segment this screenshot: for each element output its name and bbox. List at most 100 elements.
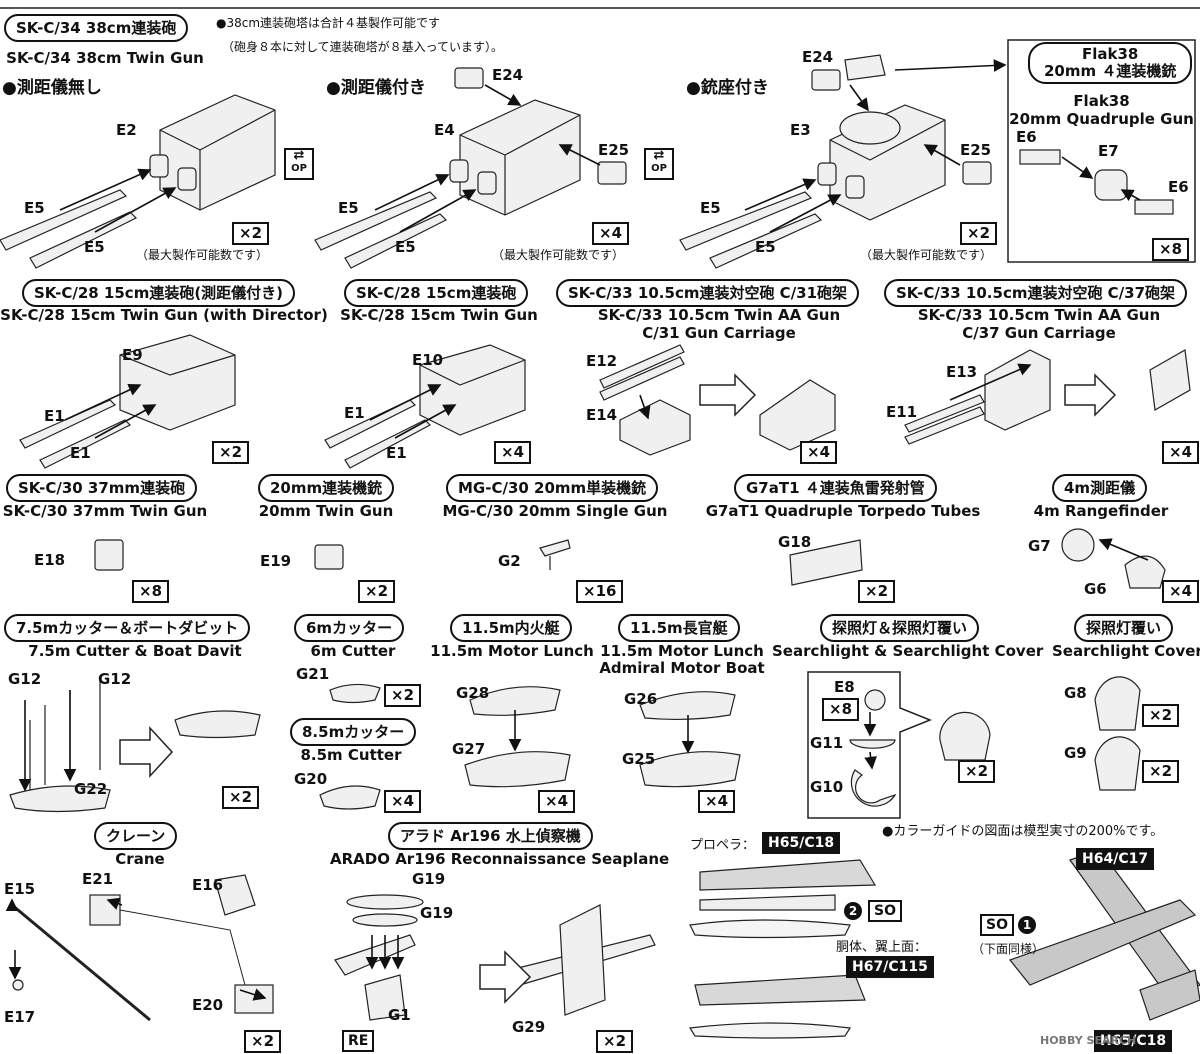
cutter75-drawing bbox=[9, 680, 261, 813]
twin20-quantity: ×2 bbox=[358, 580, 396, 603]
so-label-2: SO bbox=[868, 900, 902, 922]
mg30-title-pill: MG-C/30 20mm単装機銃 bbox=[446, 474, 659, 502]
g7-title-pill: G7aT1 ４連装魚雷発射管 bbox=[734, 474, 937, 502]
part-g21: G21 bbox=[296, 665, 330, 683]
g7-english-title: G7aT1 Quadruple Torpedo Tubes bbox=[705, 502, 981, 520]
part-e14: E14 bbox=[586, 406, 618, 424]
sk28b-quantity: ×4 bbox=[494, 441, 532, 464]
flak38-quantity: ×8 bbox=[1152, 238, 1190, 261]
flak38-english-line2: 20mm Quadruple Gun bbox=[1009, 110, 1194, 128]
sk34-english-title: SK-C/34 38cm Twin Gun bbox=[6, 49, 204, 67]
part-e5-e: E5 bbox=[700, 199, 721, 217]
cover-title-pill: 探照灯覆い bbox=[1074, 614, 1174, 642]
part-e5-b: E5 bbox=[84, 238, 105, 256]
part-e25-b: E25 bbox=[960, 141, 992, 159]
crane-quantity: ×2 bbox=[244, 1030, 282, 1053]
part-g22: G22 bbox=[74, 780, 108, 798]
sk33a-english-line1: SK-C/33 10.5cm Twin AA Gun bbox=[597, 306, 841, 324]
part-g11: G11 bbox=[810, 734, 844, 752]
sk34-note-line1: ●38cm連装砲塔は合計４基製作可能です bbox=[216, 16, 441, 30]
sk28b-english-title: SK-C/28 15cm Twin Gun bbox=[340, 306, 538, 324]
g7-quantity: ×2 bbox=[858, 580, 896, 603]
flak38-frame bbox=[1007, 39, 1196, 263]
part-e6-a: E6 bbox=[1016, 128, 1037, 146]
max-note-3: （最大製作可能数です） bbox=[860, 248, 993, 262]
e19-drawing bbox=[314, 544, 344, 570]
sk34-note-line2: （砲身８本に対して連装砲塔が８基入っています）。 bbox=[222, 40, 504, 54]
g20-drawing bbox=[319, 785, 381, 810]
admiral-quantity: ×4 bbox=[698, 790, 736, 813]
sk33b-english-line2: C/37 Gun Carriage bbox=[962, 324, 1116, 342]
propeller-label: プロペラ： bbox=[690, 838, 756, 853]
twin20-english-title: 20mm Twin Gun bbox=[258, 502, 394, 520]
sk34-v1-quantity: ×2 bbox=[232, 222, 270, 245]
max-note-2: （最大製作可能数です） bbox=[492, 248, 625, 262]
mg30-english-title: MG-C/30 20mm Single Gun bbox=[442, 502, 668, 520]
variant-1-heading: ●測距儀無し bbox=[2, 78, 102, 98]
part-e1-b: E1 bbox=[70, 444, 91, 462]
cutter6-english-title: 6m Cutter bbox=[310, 642, 396, 660]
part-e19: E19 bbox=[260, 552, 292, 570]
cover-quantity-2: ×2 bbox=[1142, 760, 1180, 783]
arado-drawing bbox=[334, 894, 656, 1021]
lunch-drawing bbox=[464, 686, 571, 788]
turret-1-drawing bbox=[0, 94, 276, 269]
cutter6-title-pill: 6mカッター bbox=[294, 614, 405, 642]
g2-drawing bbox=[539, 539, 571, 570]
sk28a-quantity: ×2 bbox=[212, 441, 250, 464]
part-e1-d: E1 bbox=[386, 444, 407, 462]
fuselage-color-code: H67/C115 bbox=[846, 956, 934, 978]
bottom-same-label: （下面同様） bbox=[972, 942, 1045, 956]
sk30-quantity: ×8 bbox=[132, 580, 170, 603]
rangefinder-drawing bbox=[1061, 528, 1166, 589]
part-e18: E18 bbox=[34, 551, 66, 569]
color-guide-plane-side bbox=[688, 859, 877, 1039]
sk30-english-title: SK-C/30 37mm Twin Gun bbox=[2, 502, 208, 520]
cover-drawing bbox=[1094, 676, 1141, 791]
part-e21: E21 bbox=[82, 870, 114, 888]
part-e15: E15 bbox=[4, 880, 36, 898]
sk33a-quantity: ×4 bbox=[800, 441, 838, 464]
crane-drawing bbox=[11, 874, 274, 1022]
part-g26: G26 bbox=[624, 690, 658, 708]
admiral-title-pill: 11.5m長官艇 bbox=[618, 614, 740, 642]
searchlight-frame bbox=[807, 671, 933, 819]
top-color-code: H64/C17 bbox=[1076, 848, 1155, 870]
part-e24-b: E24 bbox=[802, 48, 834, 66]
sk33a-english-line2: C/31 Gun Carriage bbox=[642, 324, 796, 342]
part-e8: E8 bbox=[834, 678, 855, 696]
marker-1: 1 bbox=[1018, 916, 1036, 934]
color-guide-plane-top bbox=[1009, 849, 1200, 1021]
flak38-title-line1: Flak38 bbox=[1081, 45, 1139, 63]
lunch-english-title: 11.5m Motor Lunch bbox=[430, 642, 594, 660]
part-e20: E20 bbox=[192, 996, 224, 1014]
sk34-title-pill: SK-C/34 38cm連装砲 bbox=[4, 14, 189, 42]
part-g2: G2 bbox=[498, 552, 521, 570]
optional-part-icon-2: ⇄OP bbox=[644, 148, 674, 180]
watermark: HOBBY SEARCH bbox=[1040, 1034, 1137, 1047]
part-g25: G25 bbox=[622, 750, 656, 768]
part-g10: G10 bbox=[810, 778, 844, 796]
mg30-quantity: ×16 bbox=[576, 580, 624, 603]
part-e10: E10 bbox=[412, 351, 444, 369]
searchlight-english-title: Searchlight & Searchlight Cover bbox=[772, 642, 1044, 660]
part-g18: G18 bbox=[778, 533, 812, 551]
sk28b-title-pill: SK-C/28 15cm連装砲 bbox=[344, 279, 529, 307]
twin20-title-pill: 20mm連装機銃 bbox=[258, 474, 395, 502]
flak38-english-line1: Flak38 bbox=[1073, 92, 1130, 110]
part-g8: G8 bbox=[1064, 684, 1087, 702]
fuselage-label: 胴体、翼上面： bbox=[836, 940, 928, 955]
flak38-title-line2: 20mm ４連装機銃 bbox=[1044, 62, 1177, 80]
part-e7: E7 bbox=[1098, 142, 1119, 160]
rf4-title-pill: 4m測距儀 bbox=[1052, 474, 1148, 502]
cutter85-title-pill: 8.5mカッター bbox=[290, 718, 417, 746]
sk28a-title-pill: SK-C/28 15cm連装砲(測距儀付き) bbox=[22, 279, 296, 307]
part-g6: G6 bbox=[1084, 580, 1107, 598]
sk34-v3-quantity: ×2 bbox=[960, 222, 998, 245]
part-e13: E13 bbox=[946, 363, 978, 381]
so-label-1: SO bbox=[980, 914, 1014, 936]
flak38-drawing bbox=[1019, 149, 1174, 215]
part-g12-b: G12 bbox=[98, 670, 132, 688]
part-e5-f: E5 bbox=[755, 238, 776, 256]
part-e9: E9 bbox=[122, 346, 143, 364]
